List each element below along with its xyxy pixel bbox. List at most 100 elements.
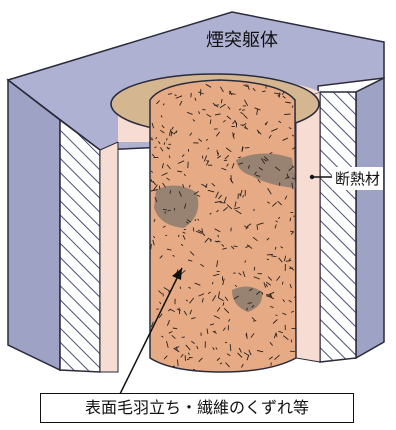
fiber-mark: [152, 239, 155, 246]
fiber-mark: [194, 282, 201, 286]
fiber-mark: [258, 167, 263, 171]
fiber-mark: [234, 201, 237, 208]
fiber-mark: [168, 290, 171, 293]
fiber-mark: [217, 152, 219, 156]
fiber-mark: [252, 236, 258, 242]
fiber-mark: [256, 109, 258, 116]
fiber-mark: [221, 244, 225, 247]
fiber-mark: [194, 97, 197, 101]
fiber-mark: [150, 179, 153, 182]
fiber-mark: [257, 131, 260, 134]
fiber-mark: [220, 86, 224, 93]
fiber-mark: [166, 340, 169, 348]
insulation-layer-back: [118, 76, 320, 142]
fiber-mark: [220, 98, 223, 104]
fiber-mark: [229, 344, 232, 352]
fiber-mark: [274, 246, 277, 250]
fiber-mark: [215, 131, 220, 137]
fiber-mark: [267, 188, 272, 195]
fiber-mark: [272, 319, 278, 324]
fiber-mark: [237, 352, 243, 358]
fiber-mark: [171, 126, 174, 130]
fiber-mark: [212, 273, 220, 277]
fiber-mark: [216, 260, 219, 267]
fiber-mark: [206, 114, 212, 118]
fiber-mark: [266, 237, 270, 241]
fiber-mark: [223, 196, 227, 203]
damage-patch: [236, 153, 296, 188]
fiber-mark: [241, 146, 244, 151]
fiber-mark: [243, 127, 249, 130]
fiber-mark: [205, 160, 210, 166]
fiber-mark: [253, 276, 260, 280]
fiber-mark: [271, 128, 278, 132]
fiber-mark: [160, 129, 165, 134]
fiber-mark: [190, 92, 192, 98]
fiber-mark: [291, 177, 295, 180]
fiber-mark: [168, 331, 173, 334]
fiber-mark: [198, 357, 203, 363]
fiber-mark: [204, 183, 208, 188]
fiber-mark: [183, 173, 187, 177]
fiber-mark: [243, 114, 248, 120]
fiber-mark: [224, 154, 230, 160]
fiber-mark: [289, 267, 293, 270]
fiber-mark: [187, 352, 190, 356]
insulation-label: 断熱材: [332, 167, 384, 190]
fiber-mark: [166, 164, 171, 170]
fiber-mark: [186, 358, 190, 361]
fiber-mark: [206, 160, 209, 162]
fiber-mark: [154, 146, 157, 149]
fiber-mark: [257, 222, 264, 226]
fiber-mark: [230, 175, 232, 183]
fiber-mark: [254, 107, 261, 111]
fiber-mark: [173, 131, 177, 135]
fiber-mark: [227, 106, 231, 110]
fiber-mark: [283, 335, 289, 341]
fiber-mark: [247, 164, 250, 169]
fiber-mark: [158, 290, 163, 295]
fiber-mark: [189, 132, 193, 136]
fiber-mark: [274, 166, 281, 172]
fiber-mark: [289, 230, 295, 233]
fiber-mark: [189, 309, 193, 315]
fiber-mark: [150, 170, 154, 173]
fiber-mark: [264, 121, 268, 126]
fiber-mark: [162, 103, 165, 106]
fiber-mark: [232, 121, 236, 125]
fiber-mark: [274, 354, 280, 361]
fiber-mark: [175, 95, 183, 99]
fiber-mark: [263, 156, 269, 161]
fiber-mark: [278, 330, 283, 334]
fiber-mark: [166, 177, 170, 181]
fiber-mark: [222, 247, 227, 250]
fiber-mark: [266, 258, 270, 261]
fiber-mark: [224, 341, 228, 344]
fiber-mark: [168, 155, 171, 159]
fiber-mark: [239, 189, 243, 197]
fiber-mark: [179, 286, 182, 289]
fiber-mark: [212, 295, 217, 302]
fiber-mark: [153, 184, 158, 191]
fiber-mark: [278, 92, 281, 97]
fiber-mark: [178, 307, 181, 315]
fiber-mark: [228, 319, 231, 322]
fiber-mark: [268, 356, 273, 360]
fiber-mark: [281, 281, 284, 285]
cut-wall-left: [59, 118, 101, 373]
fiber-mark: [265, 283, 268, 288]
fiber-mark: [266, 293, 272, 297]
fiber-mark: [162, 225, 166, 228]
fiber-mark: [245, 226, 249, 230]
fiber-mark: [247, 302, 253, 304]
fiber-mark: [289, 217, 292, 222]
fiber-mark: [186, 219, 192, 223]
fiber-mark: [182, 231, 186, 234]
fiber-mark: [177, 234, 180, 238]
fiber-mark: [285, 101, 291, 104]
fiber-mark: [216, 357, 221, 361]
fiber-mark: [241, 363, 244, 368]
fiber-mark: [183, 203, 187, 209]
fiber-mark: [205, 138, 209, 141]
